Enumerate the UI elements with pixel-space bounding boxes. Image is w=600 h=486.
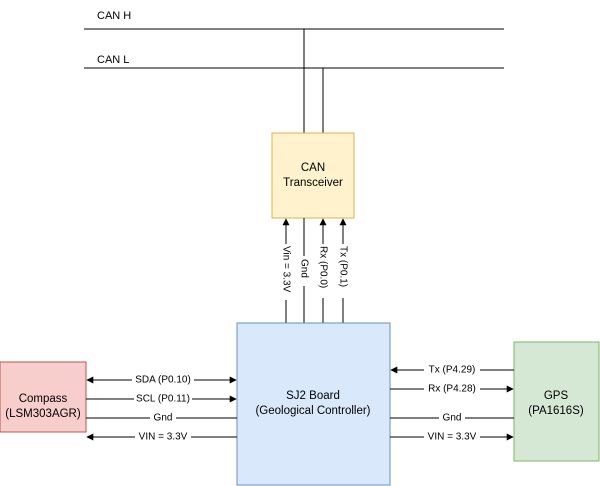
vin-label-bg	[280, 244, 292, 300]
gps-rx-label-bg	[424, 383, 480, 395]
compass-vin-label-bg	[135, 431, 191, 443]
sj2-board-subtitle: (Geological Controller)	[255, 405, 370, 417]
sj2-board-box	[236, 322, 391, 486]
compass-subtitle: (LSM303AGR)	[5, 408, 81, 420]
scl-link-label: SCL (P0.11)	[136, 394, 190, 405]
compass-box	[0, 361, 87, 433]
sda-label-bg	[132, 374, 194, 386]
scl-label-bg	[134, 393, 192, 405]
compass-gnd-label-bg	[150, 412, 176, 424]
compass-block: Compass (LSM303AGR)	[0, 361, 87, 433]
gps-tx-label: Tx (P4.29)	[429, 365, 476, 376]
sda-link-label: SDA (P0.10)	[135, 375, 191, 386]
gnd-label-bg	[298, 256, 310, 286]
gps-gnd-label-bg	[439, 412, 465, 424]
sj2-board-title: SJ2 Board	[286, 390, 340, 402]
gps-title: GPS	[544, 390, 569, 402]
can-transceiver-subtitle: Transceiver	[283, 177, 343, 189]
gps-vin-label: VIN = 3.3V	[428, 432, 477, 443]
gps-rx-label: Rx (P4.28)	[428, 384, 476, 395]
vin-link-label: Vin = 3.3V	[280, 246, 291, 293]
compass-title: Compass	[19, 393, 68, 405]
can-h-label: CAN H	[97, 10, 131, 22]
tx-label-bg	[337, 244, 349, 298]
can-transceiver-title: CAN	[301, 162, 325, 174]
can-transceiver-block: CAN Transceiver	[271, 132, 355, 219]
sj2-board-block: SJ2 Board (Geological Controller)	[236, 322, 391, 486]
gps-tx-label-bg	[424, 364, 480, 376]
gps-block: GPS (PA1616S)	[513, 341, 600, 462]
can-transceiver-box	[271, 132, 355, 219]
compass-vin-label: VIN = 3.3V	[139, 432, 188, 443]
rx-label-bg	[317, 244, 329, 298]
gps-box	[513, 341, 600, 462]
compass-gnd-label: Gnd	[154, 413, 173, 424]
gps-vin-label-bg	[424, 431, 480, 443]
can-l-label: CAN L	[97, 54, 129, 66]
gps-gnd-label: Gnd	[443, 413, 462, 424]
gps-subtitle: (PA1616S)	[528, 405, 584, 417]
gnd-link-label: Gnd	[298, 259, 309, 278]
tx-link-label: Tx (P0.1)	[337, 246, 348, 287]
rx-link-label: Rx (P0.0)	[317, 246, 328, 288]
